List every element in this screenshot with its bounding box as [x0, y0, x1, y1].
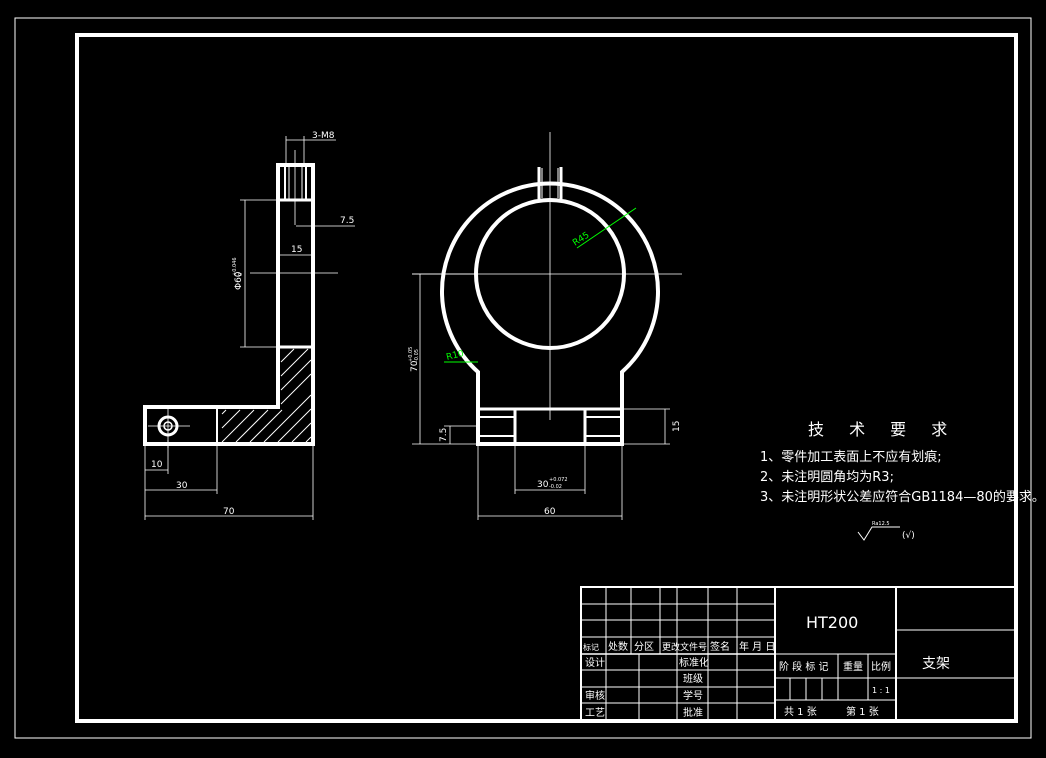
roughness-note: (√) — [902, 530, 915, 541]
side-view-labels: 3-M8 7.5 15 Φ60 +0.046 0 10 30 70 — [151, 131, 354, 517]
front-view-labels: R45 R10 70 +0.05 -0.05 7.5 15 30 +0.072 … — [408, 230, 682, 517]
tb-header-zone: 分区 — [634, 641, 654, 653]
side-view-hatching — [221, 348, 312, 443]
dim-30-slot: 30 — [537, 480, 549, 490]
dim-radius-45: R45 — [571, 230, 591, 248]
outer-frame — [14, 17, 1032, 739]
front-view-dimension-lines — [412, 273, 670, 520]
tb-material: HT200 — [806, 613, 858, 632]
front-view — [412, 132, 682, 520]
tech-req-item-2: 2、未注明圆角均为R3; — [760, 470, 894, 485]
dim-70-height-tol-lower: -0.05 — [414, 349, 420, 362]
tb-sheets-total: 共 1 张 — [784, 706, 817, 718]
tb-header-signature: 签名 — [710, 640, 730, 653]
tb-header-count: 处数 — [608, 640, 628, 653]
tech-requirements: 技 术 要 求 1、零件加工表面上不应有划痕; 2、未注明圆角均为R3; 3、未… — [760, 420, 1045, 541]
dim-70: 70 — [223, 507, 235, 517]
tb-approve: 批准 — [683, 706, 703, 719]
tb-header-mark: 标记 — [583, 642, 599, 652]
roughness-symbol-icon — [857, 526, 900, 541]
dim-thread-callout: 3-M8 — [312, 131, 335, 141]
dim-radius-10: R10 — [445, 349, 465, 363]
tech-req-item-3: 3、未注明形状公差应符合GB1184—80的要求。 — [760, 489, 1045, 505]
title-block-labels: 标记 处数 分区 更改文件号 签名 年 月 日 设计 标准化 班级 审核 学号 … — [583, 613, 950, 719]
side-view-outline — [143, 163, 315, 446]
dim-30-slot-tol-lower: -0.02 — [549, 484, 562, 490]
roughness-value: Ra12.5 — [872, 521, 890, 527]
tb-review: 审核 — [585, 689, 605, 702]
tb-design: 设计 — [585, 656, 605, 669]
tb-scale-label: 比例 — [871, 660, 891, 673]
dim-7-5: 7.5 — [340, 216, 354, 226]
dim-30: 30 — [176, 481, 188, 491]
side-view — [143, 136, 355, 520]
dim-60: 60 — [544, 507, 556, 517]
dim-diameter-60-tol-upper: +0.046 — [232, 257, 238, 276]
dim-diameter-60-tol-lower: 0 — [238, 273, 244, 276]
dim-30-slot-tol-upper: +0.072 — [549, 477, 568, 483]
side-view-dimension-lines — [144, 136, 355, 520]
tb-part-name: 支架 — [922, 656, 950, 672]
dim-10: 10 — [151, 460, 163, 470]
tb-scale-value: 1 : 1 — [872, 686, 890, 695]
front-view-green-leaders — [444, 207, 637, 363]
tb-standardization: 标准化 — [679, 656, 709, 669]
tb-class: 班级 — [683, 673, 703, 685]
tb-header-change-doc: 更改文件号 — [662, 641, 707, 653]
inner-frame — [75, 33, 1018, 723]
dim-70-height: 70 — [410, 360, 420, 372]
dim-diameter-60: Φ60 — [234, 271, 244, 290]
tb-process: 工艺 — [585, 707, 605, 719]
tb-weight: 重量 — [843, 660, 863, 673]
title-block — [580, 586, 1016, 721]
dim-15-right: 15 — [672, 421, 682, 432]
tb-student-id: 学号 — [683, 689, 703, 702]
dim-7-5-right: 7.5 — [439, 428, 449, 442]
front-view-outline — [440, 181, 660, 446]
tech-req-title: 技 术 要 求 — [808, 420, 957, 439]
dim-70-height-tol-upper: +0.05 — [408, 347, 414, 362]
tech-req-item-1: 1、零件加工表面上不应有划痕; — [760, 449, 942, 465]
tb-header-date: 年 月 日 — [739, 640, 775, 653]
dim-15: 15 — [291, 245, 302, 255]
tb-sheet-number: 第 1 张 — [846, 705, 879, 718]
tb-stage-mark: 阶 段 标 记 — [779, 660, 829, 673]
